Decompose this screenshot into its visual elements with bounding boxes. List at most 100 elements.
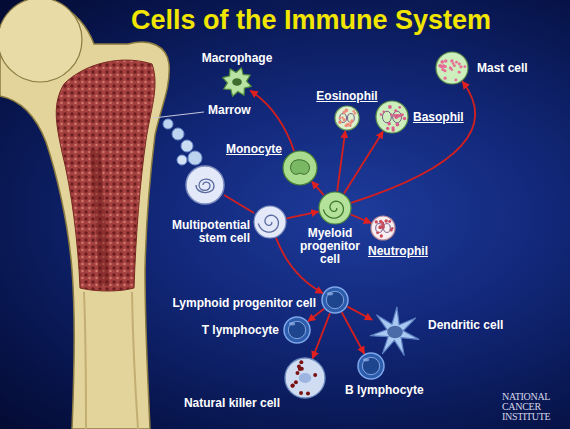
leader-line xyxy=(224,195,254,213)
cell-node: B lymphocyte xyxy=(357,352,385,380)
cell-label: Mast cell xyxy=(477,62,528,75)
cell-node: Lymphoid progenitor cell xyxy=(321,286,349,314)
cell-nucleus xyxy=(299,373,312,383)
cell-granule xyxy=(454,79,457,82)
leader-line xyxy=(153,112,204,118)
cell-granule xyxy=(339,117,341,119)
cell-granule xyxy=(394,109,397,112)
lineage-arrow xyxy=(347,307,372,320)
cell-body xyxy=(284,317,310,343)
cell-label: Natural killer cell xyxy=(184,397,280,410)
cell-nucleus xyxy=(326,291,343,308)
diagram-title: Cells of the Immune System xyxy=(96,4,526,36)
cell-granule xyxy=(291,384,295,388)
cell-node: Multipotential stem cell xyxy=(253,205,287,239)
lineage-arrow xyxy=(250,91,294,151)
part-label: Marrow xyxy=(208,104,251,117)
cell-body xyxy=(335,106,359,130)
cell-shape xyxy=(321,286,349,314)
cell-shape xyxy=(318,191,352,225)
cell-granule xyxy=(459,65,462,68)
cell-granule xyxy=(384,219,387,222)
marrow-region xyxy=(56,60,155,291)
cell-shape xyxy=(370,215,396,241)
cell-node: Dendritic cell xyxy=(369,306,421,358)
cell-body xyxy=(285,358,325,398)
femoral-head xyxy=(0,0,82,82)
cell-granule xyxy=(440,60,444,64)
cell-granule xyxy=(376,231,379,234)
cell-shape xyxy=(375,100,409,134)
cell-granule xyxy=(341,117,344,120)
cell-body xyxy=(371,216,395,240)
lineage-arrow xyxy=(351,215,371,224)
cell-body xyxy=(358,353,384,379)
cell-granule xyxy=(391,128,394,131)
cell-granule xyxy=(343,111,346,114)
cell-granule xyxy=(294,380,298,384)
cell-granule xyxy=(399,114,402,117)
cell-granule xyxy=(438,64,441,67)
cell-granule xyxy=(395,114,399,118)
lineage-arrow xyxy=(344,131,383,193)
cell-body xyxy=(370,307,419,355)
cell-body xyxy=(319,192,351,224)
cell-label: Multipotential stem cell xyxy=(158,219,250,245)
cortex-line xyxy=(84,292,86,429)
cell-granule xyxy=(378,225,382,229)
cell-granule xyxy=(449,66,452,69)
cell-nucleus xyxy=(382,111,391,123)
cell-label: Neutrophil xyxy=(368,245,428,258)
blood-cell xyxy=(163,119,173,129)
cell-label: Monocyte xyxy=(226,143,282,156)
cell-granule xyxy=(313,373,317,377)
cell-node: Natural killer cell xyxy=(284,357,326,399)
cell-granule xyxy=(463,65,466,68)
cell-granule xyxy=(349,121,352,124)
cell-nucleus xyxy=(376,224,383,233)
cell-body xyxy=(283,151,317,185)
cell-nucleus xyxy=(258,215,278,232)
cell-shape xyxy=(284,357,326,399)
cell-highlight xyxy=(327,292,333,295)
lineage-arrow xyxy=(342,312,365,353)
cell-node: Myeloid progenitor cell xyxy=(318,191,352,225)
cell-nucleus xyxy=(232,78,242,86)
cell-shape xyxy=(253,205,287,239)
lineage-arrow xyxy=(308,309,324,322)
cell-label: Basophil xyxy=(413,111,464,124)
lineage-arrow xyxy=(337,131,345,191)
cell-shape xyxy=(435,51,469,85)
cell-node: Eosinophil xyxy=(334,105,360,131)
cell-node: Basophil xyxy=(375,100,409,134)
blood-cell xyxy=(172,128,184,140)
cell-label: Dendritic cell xyxy=(428,319,503,332)
cell-node: Mast cell xyxy=(435,51,469,85)
cell-granule xyxy=(299,391,303,395)
cell-node: Monocyte xyxy=(282,150,318,186)
cell-granule xyxy=(306,392,310,396)
cell-granule xyxy=(442,64,445,67)
cell-granule xyxy=(338,120,342,124)
logo-text: NATIONAL CANCER INSTITUTE xyxy=(502,392,566,422)
cell-granule xyxy=(346,123,350,127)
cell-granule xyxy=(390,114,392,116)
cell-granule xyxy=(452,62,455,65)
cell-granule xyxy=(299,360,303,364)
cell-nucleus xyxy=(348,114,355,123)
cell-granule xyxy=(375,220,378,223)
cell-granule xyxy=(443,77,446,80)
cell-shape xyxy=(282,150,318,186)
cell-granule xyxy=(398,106,401,109)
bone-stem-nucleus xyxy=(196,179,214,193)
cell-granule xyxy=(388,105,392,109)
cell-label: Lymphoid progenitor cell xyxy=(172,297,316,310)
cell-granule xyxy=(380,234,383,237)
cell-granule xyxy=(352,110,354,112)
cell-granule xyxy=(382,111,384,113)
blood-cell xyxy=(188,151,202,165)
cell-nucleus xyxy=(323,201,343,218)
cell-label: Macrophage xyxy=(202,52,273,65)
cell-granule xyxy=(388,220,391,223)
